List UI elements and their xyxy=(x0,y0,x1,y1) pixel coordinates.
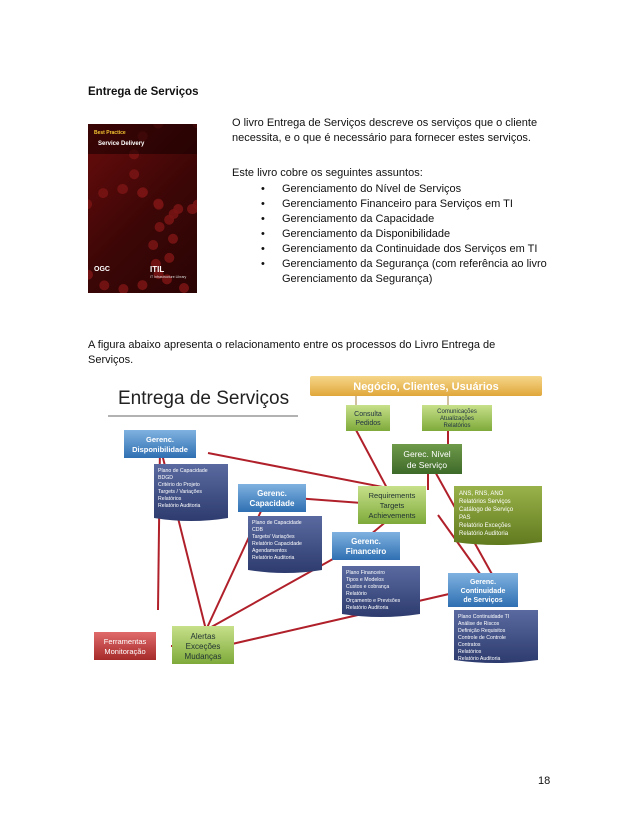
continuidade-line: Gerenc. xyxy=(470,579,496,586)
consulta-line: Pedidos xyxy=(355,420,381,427)
figure-intro-paragraph: A figura abaixo apresenta o relacionamen… xyxy=(88,338,538,368)
nivel-line: Gerec. Nível xyxy=(403,449,450,459)
header-label: Negócio, Clientes, Usuários xyxy=(353,381,498,393)
section-title: Entrega de Serviços xyxy=(88,86,199,98)
alertas-line: Alertas xyxy=(191,632,216,641)
financeiro-line: Financeiro xyxy=(346,547,387,556)
subjects-list: Gerenciamento do Nível de Serviços Geren… xyxy=(258,182,558,287)
list-item: Gerenciamento da Disponibilidade xyxy=(258,227,558,242)
capacidade-line: Capacidade xyxy=(250,499,295,508)
subjects-intro: Este livro cobre os seguintes assuntos: xyxy=(232,166,562,181)
ferramentas-line: Monitoração xyxy=(104,647,145,656)
list-item: Gerenciamento da Capacidade xyxy=(258,212,558,227)
alertas-line: Exceções xyxy=(186,642,221,651)
intro-paragraph: O livro Entrega de Serviços descreve os … xyxy=(232,116,562,146)
list-item: Gerenciamento da Segurança (com referênc… xyxy=(258,257,558,287)
continuidade-line: Continuidade xyxy=(461,588,506,595)
requirements-line: Achievements xyxy=(368,511,415,520)
list-item: Gerenciamento do Nível de Serviços xyxy=(258,182,558,197)
diagram-title: Entrega de Serviços xyxy=(118,388,289,409)
book-cover-image: Best Practice Service Delivery OGC ITIL … xyxy=(88,124,197,293)
disponibilidade-line: Disponibilidade xyxy=(132,445,188,454)
capacidade-line: Gerenc. xyxy=(257,489,287,498)
cover-title: Service Delivery xyxy=(98,141,144,147)
ferramentas-line: Ferramentas xyxy=(104,637,147,646)
comunicacoes-line: Comunicações xyxy=(437,409,477,415)
consulta-box xyxy=(346,405,390,431)
service-delivery-diagram: Entrega de Serviços Negócio, Clientes, U… xyxy=(88,370,550,675)
alertas-line: Mudanças xyxy=(185,652,222,661)
itil-tagline: IT Infrastructure Library xyxy=(150,275,186,279)
cover-brand: Best Practice xyxy=(94,130,126,136)
list-item: Gerenciamento Financeiro para Serviços e… xyxy=(258,197,558,212)
nivel-line: de Serviço xyxy=(407,460,447,470)
comunicacoes-line: Relatórios xyxy=(443,423,470,429)
requirements-line: Requirements xyxy=(369,491,416,500)
page-number: 18 xyxy=(538,775,550,787)
comunicacoes-line: Atualizações xyxy=(440,416,474,422)
itil-logo: ITIL xyxy=(150,265,164,274)
disponibilidade-line: Gerenc. xyxy=(146,435,174,444)
list-item: Gerenciamento da Continuidade dos Serviç… xyxy=(258,242,558,257)
consulta-line: Consulta xyxy=(354,411,382,418)
ogc-logo: OGC xyxy=(94,266,110,273)
continuidade-line: de Serviços xyxy=(463,597,502,604)
requirements-line: Targets xyxy=(380,501,405,510)
financeiro-line: Gerenc. xyxy=(351,537,381,546)
